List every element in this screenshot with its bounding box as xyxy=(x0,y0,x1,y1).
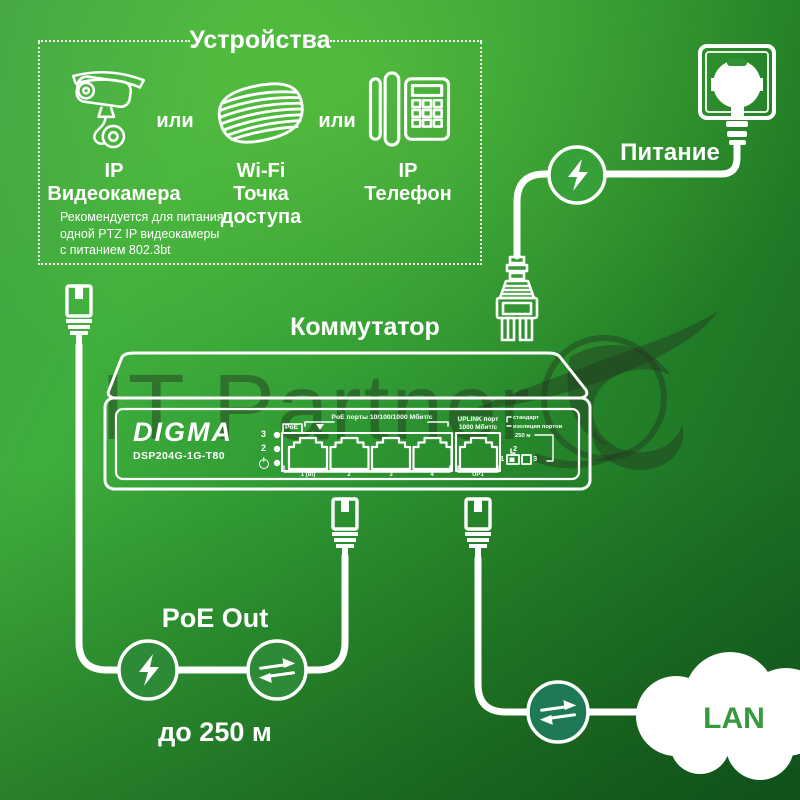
lan-label: LAN xyxy=(703,702,765,735)
devices-box-title: Устройства xyxy=(189,26,331,54)
port-label-3: 3 xyxy=(389,471,393,478)
led-label-2: 2 xyxy=(261,443,267,453)
power-plug-icon xyxy=(495,255,539,342)
lan-transfer-badge xyxy=(526,680,590,744)
mode-label-standard: стандарт xyxy=(513,415,539,421)
mode-slider-switch xyxy=(506,454,520,465)
switch-chassis xyxy=(103,351,592,491)
poe-ports-group-label: PoE порты 10/100/1000 Мбит/с xyxy=(331,414,433,421)
wall-outlet-icon xyxy=(698,44,776,145)
poe-lightning-badge xyxy=(117,639,179,701)
uplink-port-label: UP1 xyxy=(472,471,484,478)
poe-port-jacks xyxy=(287,436,453,471)
mode-label-isolation: изоляция портов xyxy=(513,424,563,430)
watermark-text: IT Partner xyxy=(100,355,532,459)
mode-label-250m: 250 м xyxy=(515,433,531,439)
poe-out-distance-label: до 250 м xyxy=(158,717,272,747)
led-label-3: 3 xyxy=(261,429,267,439)
port-label-4: 4 xyxy=(430,471,434,478)
devices-box: Устройства или xyxy=(38,26,482,265)
devices-box-border-segment xyxy=(38,40,190,42)
poe-label: PoE xyxy=(285,424,299,431)
mode-pos-1: 1 xyxy=(500,454,505,463)
rj45-plug-icon xyxy=(65,284,93,347)
port-label-1: 1 (bt) xyxy=(300,471,316,478)
wifi-access-point-icon xyxy=(217,82,304,144)
switch-device: DIGMA DSP204G-1G-T80 3 2 PoE PoE порты 1… xyxy=(98,345,598,495)
model-number: DSP204G-1G-T80 xyxy=(133,450,225,462)
cctv-camera-icon xyxy=(71,71,145,149)
poe-port-arrow-icon xyxy=(316,424,324,430)
poe-recommendation-note: Рекомендуется для питания одной PTZ IP в… xyxy=(60,210,224,257)
poe-transfer-badge xyxy=(246,639,308,701)
switch-title: Коммутатор xyxy=(290,313,440,341)
power-symbol-icon xyxy=(259,459,269,469)
uplink-port-jack xyxy=(458,436,499,471)
port-label-2: 2 xyxy=(347,471,351,478)
cloud-shape xyxy=(636,652,800,780)
or-label: или xyxy=(318,110,356,132)
power-label: Питание xyxy=(620,139,720,166)
or-label: или xyxy=(156,110,194,132)
power-cable-path xyxy=(495,44,776,342)
ip-phone-icon xyxy=(368,71,451,147)
poe-out-label: PoE Out xyxy=(161,603,269,633)
brand-logo: DIGMA xyxy=(133,417,233,447)
devices-box-border-segment xyxy=(330,40,482,42)
mode-pos-3: 3 xyxy=(533,454,538,463)
power-lightning-badge xyxy=(547,145,607,205)
rj45-plug-icon xyxy=(331,497,359,560)
rj45-plug-icon xyxy=(464,497,492,560)
mode-pos-2: 2 xyxy=(513,444,518,453)
